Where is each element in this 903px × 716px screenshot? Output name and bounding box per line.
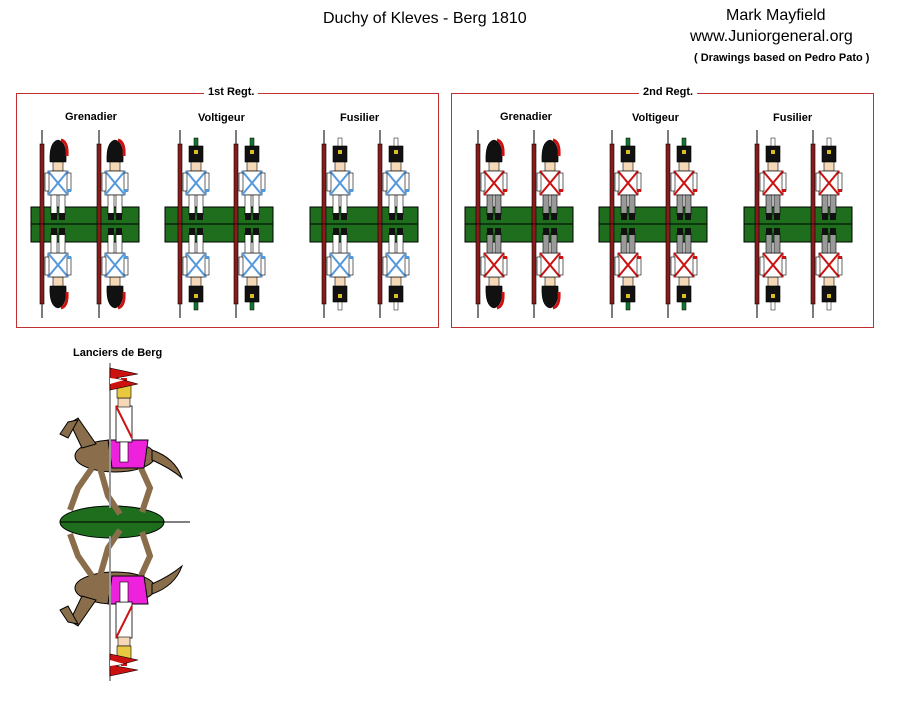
unit-label-voltigeur-1: Voltigeur xyxy=(198,112,245,124)
soldier-figure xyxy=(177,130,210,225)
soldier-figure xyxy=(810,130,843,225)
soldier-figure xyxy=(321,130,354,225)
soldier-figure-mirrored xyxy=(96,223,129,318)
credit-note: ( Drawings based on Pedro Pato ) xyxy=(694,52,870,64)
soldier-figure-mirrored xyxy=(377,223,410,318)
unit-label-voltigeur-2: Voltigeur xyxy=(632,112,679,124)
soldier-figure-mirrored xyxy=(475,223,508,318)
soldier-figure xyxy=(233,130,266,225)
website-link[interactable]: www.Juniorgeneral.org xyxy=(690,28,853,45)
soldier-figure-mirrored xyxy=(321,223,354,318)
unit-label-grenadier-1: Grenadier xyxy=(65,111,117,123)
soldier-figure-mirrored xyxy=(39,223,72,318)
soldier-figure-mirrored xyxy=(754,223,787,318)
soldier-figure xyxy=(754,130,787,225)
unit-label-fusilier-2: Fusilier xyxy=(773,112,813,124)
soldier-figure-mirrored xyxy=(810,223,843,318)
soldier-figure xyxy=(96,130,129,225)
soldier-figure xyxy=(475,130,508,225)
cavalry-label: Lanciers de Berg xyxy=(73,347,163,359)
unit-label-fusilier-1: Fusilier xyxy=(340,112,380,124)
lancer-figure xyxy=(59,363,184,516)
soldier-figure xyxy=(609,130,642,225)
soldier-figure-mirrored xyxy=(609,223,642,318)
soldier-figure-mirrored xyxy=(665,223,698,318)
regiment-panel-2: 2nd Regt. xyxy=(451,86,874,328)
soldier-figure-mirrored xyxy=(233,223,266,318)
regiment-label: 2nd Regt. xyxy=(639,86,698,98)
regiment-panel-1: 1st Regt. xyxy=(16,86,439,328)
regiment-label: 1st Regt. xyxy=(204,86,259,98)
unit-label-grenadier-2: Grenadier xyxy=(500,111,552,123)
page-title: Duchy of Kleves - Berg 1810 xyxy=(323,10,527,27)
soldier-figure-mirrored xyxy=(531,223,564,318)
soldier-figure-mirrored xyxy=(177,223,210,318)
soldier-figure xyxy=(39,130,72,225)
lancer-figure-mirrored xyxy=(59,528,184,681)
soldier-figure xyxy=(665,130,698,225)
author-name: Mark Mayfield xyxy=(726,7,826,24)
soldier-figure xyxy=(531,130,564,225)
